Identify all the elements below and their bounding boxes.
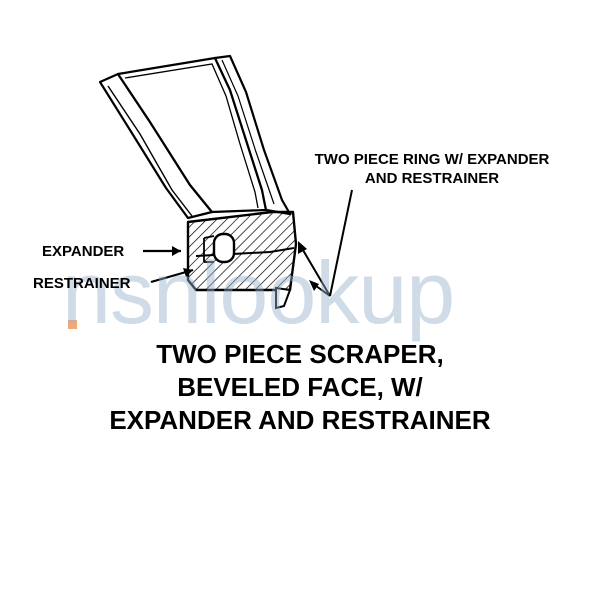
ring-top-groove xyxy=(124,63,259,209)
ring-leader-line xyxy=(329,189,353,297)
part-title-line3: EXPANDER AND RESTRAINER xyxy=(109,405,491,435)
ring-upper-arrowhead xyxy=(298,241,307,254)
ring-leader-upper-line xyxy=(299,244,331,297)
ring-rear-rim-line xyxy=(221,59,275,205)
watermark-dot xyxy=(68,320,77,329)
part-title-line1: TWO PIECE SCRAPER, xyxy=(156,339,444,369)
expander-slot xyxy=(212,232,236,264)
part-title: TWO PIECE SCRAPER, BEVELED FACE, W/ EXPA… xyxy=(0,338,600,437)
restrainer-label: RESTRAINER xyxy=(33,275,131,292)
beveled-face-lip xyxy=(275,286,292,310)
restrainer-arrowhead xyxy=(183,268,193,277)
part-title-line2: BEVELED FACE, W/ xyxy=(177,372,423,402)
ring-outer-band-inner-line xyxy=(107,85,193,217)
two-piece-ring-label: TWO PIECE RING W/ EXPANDER AND RESTRAINE… xyxy=(287,150,577,188)
watermark-logo: nsnlookup xyxy=(62,243,455,342)
restrainer-groove xyxy=(203,235,215,263)
two-piece-ring-label-line1: TWO PIECE RING W/ EXPANDER xyxy=(314,151,550,168)
expander-label: EXPANDER xyxy=(42,243,125,260)
two-piece-ring-label-line2: AND RESTRAINER xyxy=(364,170,500,187)
expander-arrowhead xyxy=(172,246,181,256)
ring-lower-arrowhead xyxy=(309,280,319,291)
